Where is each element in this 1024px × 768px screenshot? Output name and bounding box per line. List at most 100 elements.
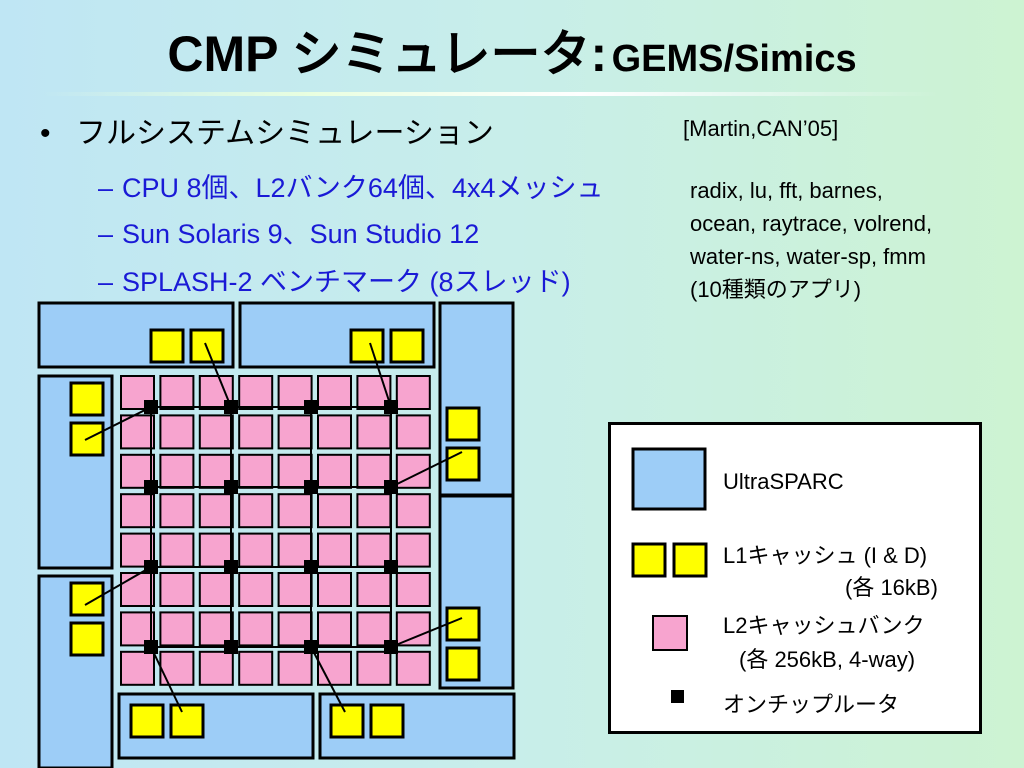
- l1-cache: [445, 646, 481, 682]
- l2-bank: [277, 493, 313, 529]
- legend-cpu-swatch: [631, 447, 707, 511]
- l2-bank: [238, 650, 274, 686]
- legend-l1-swatch: [631, 542, 667, 578]
- legend-l1-label: L1キャッシュ (I & D): [723, 543, 928, 568]
- router-node: [304, 560, 318, 574]
- l2-bank: [120, 414, 155, 450]
- router-node: [144, 640, 158, 654]
- l2-bank: [159, 493, 195, 529]
- l2-bank: [317, 611, 352, 647]
- title-sub: GEMS/Simics: [611, 38, 857, 80]
- l2-bank: [238, 572, 274, 607]
- legend-swatches: [631, 447, 708, 703]
- l1-cache: [349, 328, 385, 364]
- router-node: [304, 640, 318, 654]
- app-list-line: radix, lu, fft, barnes,: [690, 178, 883, 203]
- l2-bank: [159, 414, 195, 450]
- l2-bank: [356, 650, 392, 686]
- l2-bank: [198, 493, 234, 529]
- l1-cache: [69, 621, 105, 657]
- l2-bank: [198, 572, 234, 607]
- l2-bank: [395, 650, 431, 686]
- l2-bank: [317, 572, 352, 607]
- dash-icon: –: [98, 219, 114, 249]
- l2-bank: [277, 650, 313, 686]
- legend-router-swatch: [671, 690, 684, 703]
- legend-l2-size: (各 256kB, 4-way): [739, 647, 916, 672]
- l2-bank: [238, 453, 274, 489]
- legend-l2-swatch: [652, 615, 688, 651]
- l2-bank: [356, 493, 392, 529]
- l2-bank: [277, 572, 313, 607]
- bullet-main-text: フルシステムシミュレーション: [76, 117, 494, 150]
- router-node: [224, 400, 238, 414]
- title-main: CMP シミュレータ:: [167, 26, 608, 82]
- l2-bank: [238, 532, 274, 568]
- l2-bank: [395, 572, 431, 607]
- cpu-router-link: [84, 566, 152, 606]
- l2-bank: [120, 493, 155, 529]
- l2-bank: [317, 375, 352, 410]
- l2-bank: [395, 375, 431, 410]
- l2-bank: [317, 493, 352, 529]
- cpu-router-link: [369, 342, 392, 408]
- router-node: [384, 640, 398, 654]
- l1-cache: [445, 406, 481, 442]
- l2-bank: [317, 414, 352, 450]
- legend-box: UltraSPARC L1キャッシュ (I & D) (各 16kB) L2キャ…: [608, 422, 982, 734]
- l1-cache: [69, 381, 105, 417]
- l1-cache: [149, 328, 185, 364]
- sub-bullet-text: Sun Solaris 9、Sun Studio 12: [122, 219, 480, 249]
- l2-bank: [159, 453, 195, 489]
- l1-cache: [129, 703, 165, 739]
- l2-bank: [198, 611, 234, 647]
- l2-bank: [395, 414, 431, 450]
- router-node: [224, 560, 238, 574]
- router-node: [384, 560, 398, 574]
- l2-bank: [395, 493, 431, 529]
- l1-cache: [389, 328, 425, 364]
- sub-bullet-benchmark: –SPLASH-2 ベンチマーク (8スレッド): [98, 260, 571, 299]
- cpu-router-link: [84, 406, 152, 441]
- cpu-router-link: [150, 646, 183, 713]
- app-list-line: ocean, raytrace, volrend,: [690, 211, 933, 236]
- cpu-router-link: [204, 342, 232, 408]
- cpu-router-link: [310, 646, 346, 713]
- bullet-main: •フルシステムシミュレーション: [40, 108, 494, 152]
- l1-cache: [445, 606, 481, 642]
- l2-bank: [238, 375, 274, 410]
- legend-l1-swatch: [672, 542, 708, 578]
- router-node: [384, 400, 398, 414]
- l2-bank: [395, 532, 431, 568]
- page-title: CMP シミュレータ: GEMS/Simics: [0, 14, 1024, 86]
- l2-bank: [317, 650, 352, 686]
- l2-bank: [120, 650, 155, 686]
- l1-cache: [169, 703, 205, 739]
- legend-router-label: オンチップルータ: [723, 692, 900, 717]
- l2-bank: [356, 414, 392, 450]
- sub-bullet-text: SPLASH-2 ベンチマーク (8スレッド): [122, 267, 571, 297]
- app-list-line: water-ns, water-sp, fmm: [690, 244, 926, 269]
- l2-bank: [159, 572, 195, 607]
- l2-bank: [120, 611, 155, 647]
- sub-bullet-os: –Sun Solaris 9、Sun Studio 12: [98, 212, 479, 251]
- reference: [Martin,CAN’05]: [683, 116, 839, 141]
- l2-bank: [198, 650, 234, 686]
- dash-icon: –: [98, 173, 114, 203]
- cpu-router-link: [390, 617, 463, 648]
- l2-bank: [277, 414, 313, 450]
- l2-bank: [159, 611, 195, 647]
- l2-bank: [238, 414, 274, 450]
- cpu-router-link: [390, 451, 463, 488]
- dash-icon: –: [98, 267, 114, 297]
- app-list-line: (10種類のアプリ): [690, 277, 862, 302]
- l2-bank: [238, 611, 274, 647]
- router-node: [144, 400, 158, 414]
- l2-bank: [159, 650, 195, 686]
- l1-cache: [329, 703, 365, 739]
- l2-bank: [159, 532, 195, 568]
- sub-bullet-config: –CPU 8個、L2バンク64個、4x4メッシュ: [98, 166, 603, 205]
- l1-cache: [445, 446, 481, 482]
- router-node: [144, 560, 158, 574]
- l2-bank: [120, 572, 155, 607]
